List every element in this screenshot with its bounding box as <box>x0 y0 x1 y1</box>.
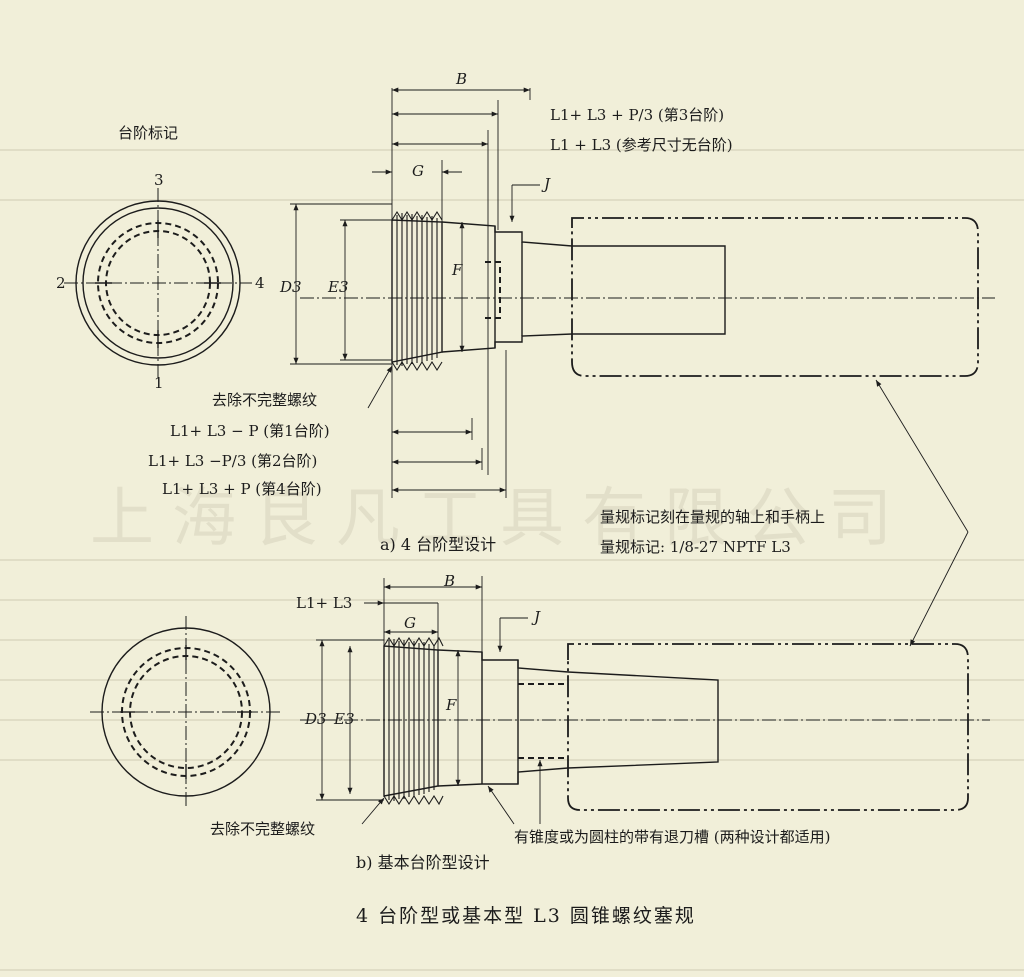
dim-G-label-a: G <box>412 162 424 180</box>
gauge-marking-location-note: 量规标记刻在量规的轴上和手柄上 <box>600 508 825 526</box>
dim-F-label-b: F <box>445 696 457 714</box>
dim-B-label-a: B <box>455 70 467 88</box>
marking-leaders <box>875 379 969 647</box>
dimension-lines-b <box>316 576 543 825</box>
gauge-side-view-b <box>300 636 990 811</box>
figure-title: 4 台阶型或基本型 L3 圆锥螺纹塞规 <box>356 905 696 927</box>
dim-E3-label-a: E3 <box>327 278 349 296</box>
dim-E3-label-b: E3 <box>333 710 355 728</box>
watermark: 上海良凡工具有限公司 <box>90 482 910 556</box>
remove-incomplete-thread-label-a: 去除不完整螺纹 <box>212 391 317 409</box>
dim-J-label-a: J <box>541 175 551 193</box>
step-mark-label: 台阶标记 <box>118 124 178 142</box>
remove-incomplete-thread-label-b: 去除不完整螺纹 <box>210 820 315 838</box>
background-table-lines <box>0 149 1024 971</box>
dim-L-step3-label: L1+ L3 + P/3 (第3台阶) <box>550 106 724 124</box>
dim-D3-label-a: D3 <box>279 278 302 296</box>
dim-F-label-a: F <box>451 261 463 279</box>
caption-b: b) 基本台阶型设计 <box>356 853 490 872</box>
caption-a: a) 4 台阶型设计 <box>380 535 496 554</box>
dim-G-label-b: G <box>404 614 416 632</box>
end-view-b <box>90 616 282 808</box>
dim-L-step4-label: L1+ L3 + P (第4台阶) <box>162 480 322 498</box>
position-3-label: 3 <box>154 171 164 189</box>
position-1-label: 1 <box>154 374 164 392</box>
position-2-label: 2 <box>56 274 66 292</box>
dim-L-reference-label: L1 + L3 (参考尺寸无台阶) <box>550 136 733 154</box>
dim-B-label-b: B <box>443 572 455 590</box>
dim-L-step2-label: L1+ L3 −P/3 (第2台阶) <box>148 452 317 470</box>
dim-L-step1-label: L1+ L3 − P (第1台阶) <box>170 422 330 440</box>
dim-L-basic-label: L1+ L3 <box>296 594 352 612</box>
position-4-label: 4 <box>255 274 265 292</box>
relief-groove-note: 有锥度或为圆柱的带有退刀槽 (两种设计都适用) <box>514 828 830 846</box>
gauge-side-view-a <box>300 210 995 377</box>
dim-J-label-b: J <box>531 608 541 626</box>
dimension-lines-a <box>290 87 540 498</box>
end-view-a <box>64 188 252 378</box>
gauge-marking-text: 量规标记: 1/8-27 NPTF L3 <box>600 538 791 556</box>
dim-D3-label-b: D3 <box>304 710 327 728</box>
